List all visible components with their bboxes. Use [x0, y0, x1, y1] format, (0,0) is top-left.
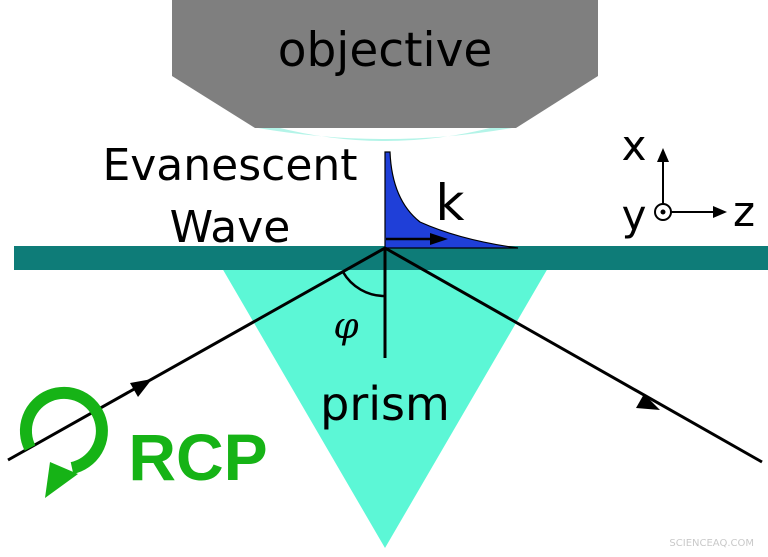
prism-label: prism — [320, 377, 450, 431]
objective-lens-glow — [258, 122, 512, 141]
objective-label: objective — [278, 23, 493, 78]
rcp-label: RCP — [128, 420, 267, 494]
rcp-arrowhead — [45, 462, 78, 498]
angle-arc — [341, 271, 386, 298]
x-axis-arrowhead — [657, 148, 669, 162]
objective: objective — [172, 0, 598, 141]
axis-y-label: y — [622, 191, 647, 240]
rcp-circular-arrow — [19, 386, 108, 474]
evanescent-label-line1: Evanescent — [102, 140, 357, 191]
watermark: SCIENCEAQ.COM — [669, 538, 754, 549]
k-vector — [386, 233, 448, 245]
reflected-beam — [384, 246, 763, 464]
evanescent-label-line2: Wave — [170, 202, 291, 253]
incident-arrowhead — [130, 379, 152, 397]
axis-x-label: x — [622, 121, 647, 170]
k-label: k — [436, 174, 465, 232]
rcp-indicator: RCP — [19, 386, 268, 498]
axes: x y z — [622, 121, 755, 240]
prism — [222, 268, 548, 548]
angle-label: φ — [333, 306, 359, 347]
substrate — [14, 246, 768, 270]
axis-z-label: z — [733, 187, 755, 236]
incident-beam — [7, 246, 386, 462]
objective-body — [172, 0, 598, 128]
z-axis-arrowhead — [713, 206, 727, 218]
reflected-arrowhead — [636, 394, 660, 410]
evanescent-wave — [384, 151, 519, 249]
beams — [7, 246, 763, 464]
